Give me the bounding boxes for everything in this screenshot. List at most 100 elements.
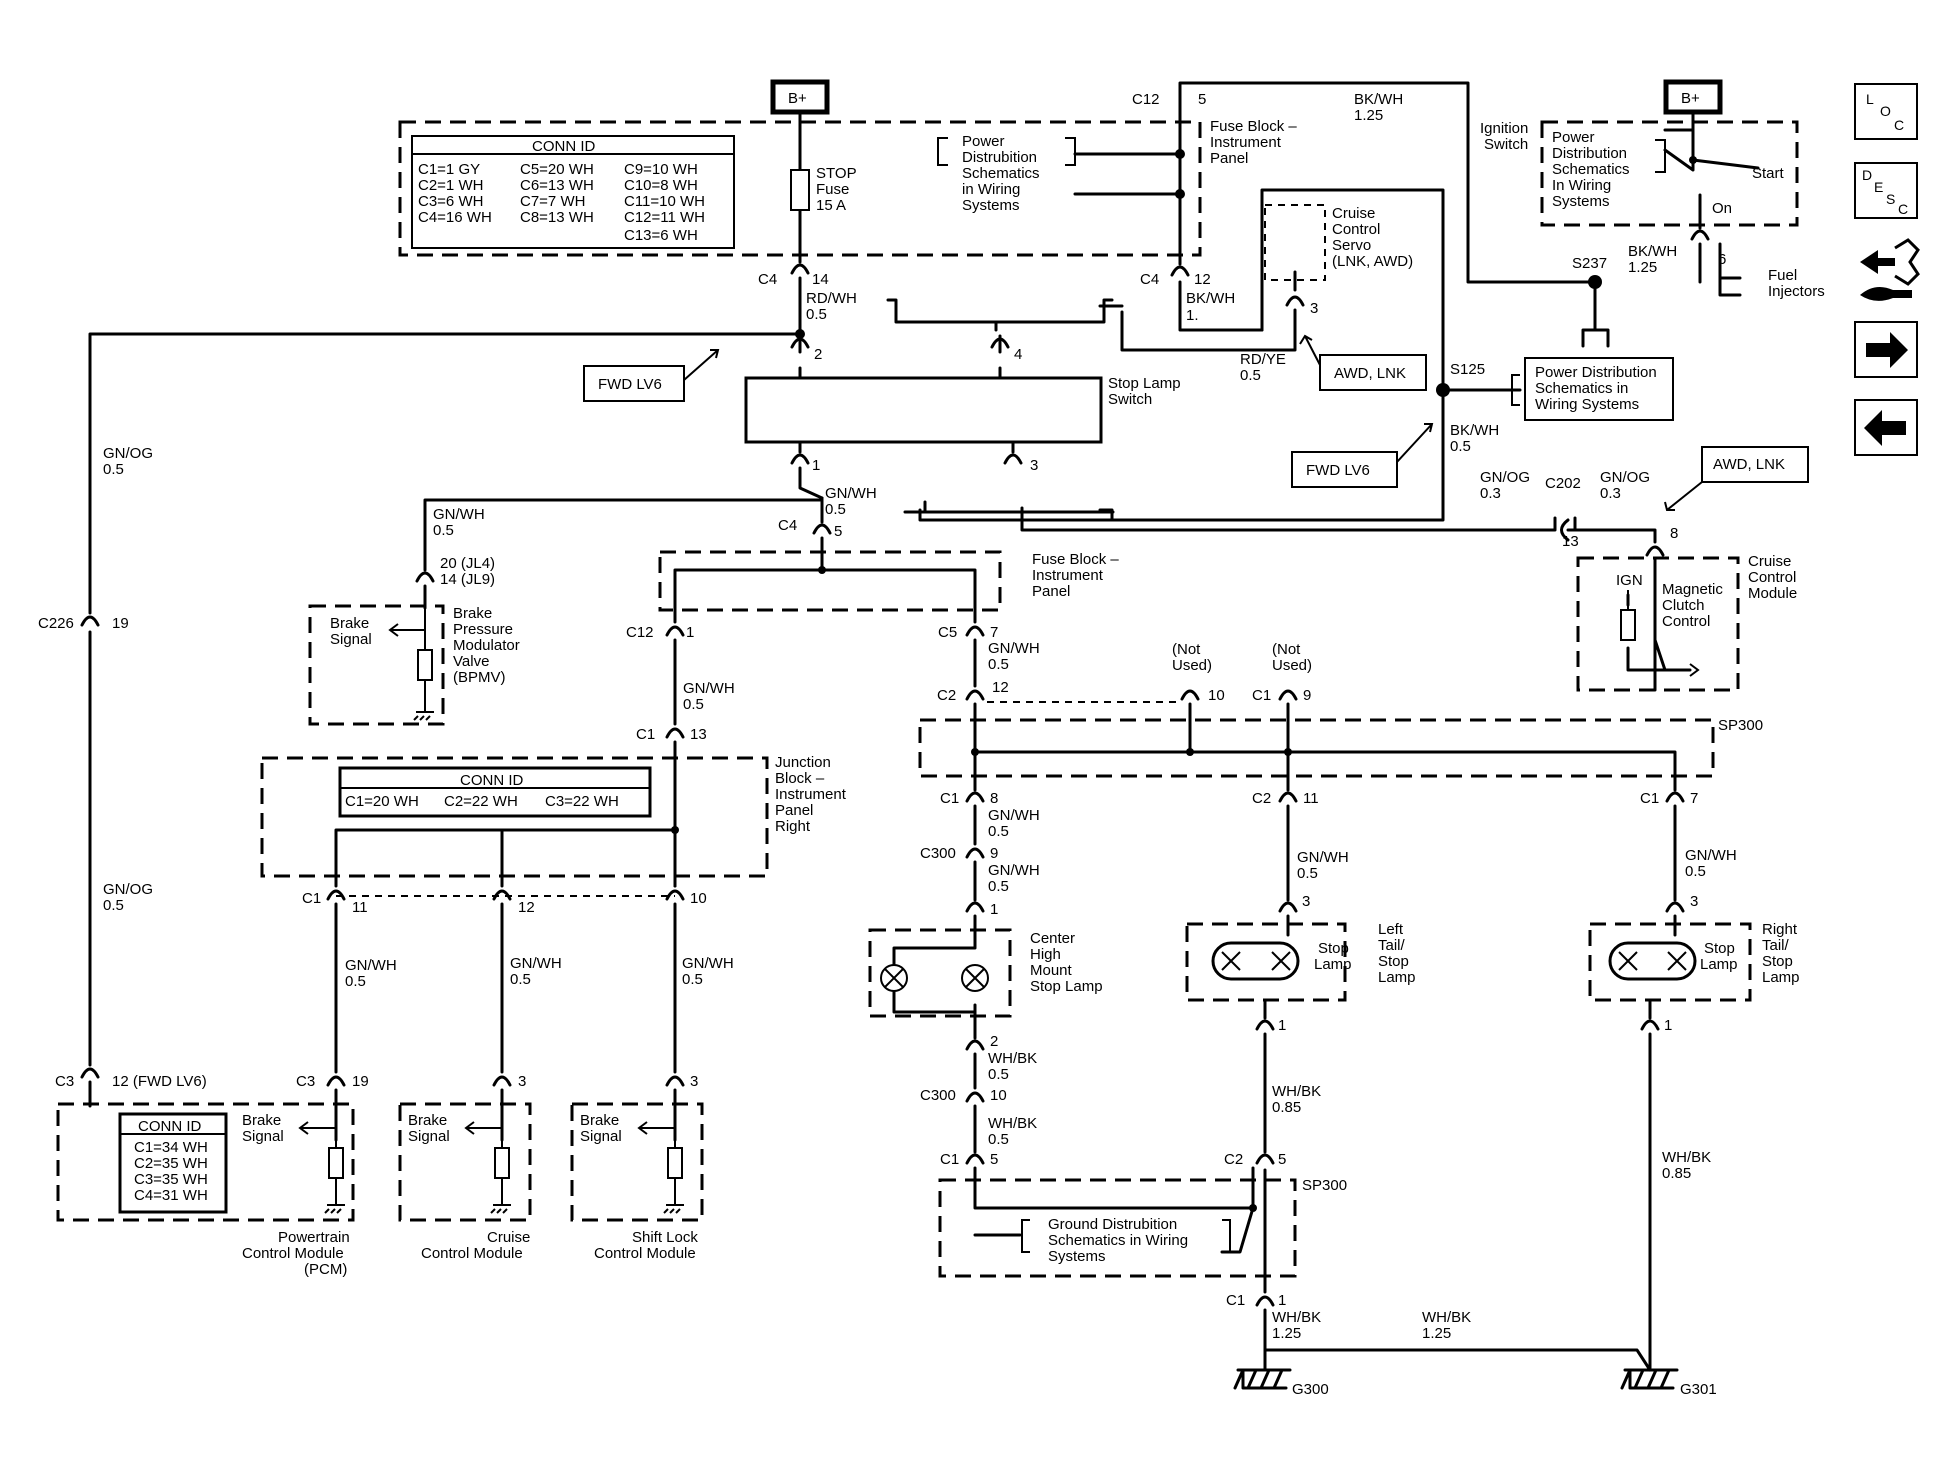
fwd-lv6-box-b (1291, 451, 1398, 488)
ignition-switch-l0: Ignition (1480, 120, 1528, 137)
connector-symbol (415, 571, 435, 583)
gnwh-pcm-l1: 0.5 (345, 973, 366, 990)
fuse-block-mid-l2: Panel (1032, 583, 1070, 600)
conn-id-top-r4c2: C13=6 WH (624, 227, 698, 244)
ignition-switch-l1: Switch (1484, 136, 1528, 153)
pcm-l1: Control Module (242, 1245, 344, 1262)
gnwh-05-b-l0: GN/WH (433, 506, 485, 523)
fwd-lv6-box-a (583, 365, 685, 402)
rdye-l1: 0.5 (1240, 367, 1261, 384)
connector-symbol (1255, 1019, 1275, 1031)
brake-signal-slcm-l0: Brake (580, 1112, 619, 1129)
c4-12-label: C4 (1140, 271, 1159, 288)
bkwh-05-l0: BK/WH (1450, 422, 1499, 439)
c300-9-pin: 9 (990, 845, 998, 862)
c3-19-pin: 19 (352, 1073, 369, 1090)
gnog-05-a-l1: 0.5 (103, 461, 124, 478)
rdwh-l0: RD/WH (806, 290, 857, 307)
c1-8-pin: 8 (990, 790, 998, 807)
gnwh-05-d-l1: 0.5 (683, 696, 704, 713)
left-tail-l1: Tail/ (1378, 937, 1406, 954)
slcm-l0: Shift Lock (632, 1229, 698, 1246)
bkwh-05-l1: 0.5 (1450, 438, 1471, 455)
power-dist-ign-l3: In Wiring (1552, 177, 1611, 194)
gnwh-05-e-l1: 0.5 (988, 823, 1009, 840)
conn-id-top-r1c2: C10=8 WH (624, 177, 698, 194)
back-arrow-button[interactable] (1854, 399, 1918, 456)
gnog-05-b-l0: GN/OG (103, 881, 153, 898)
gnwh-05-h-l1: 0.5 (1685, 863, 1706, 880)
connector-symbol (80, 615, 100, 627)
start-label: Start (1752, 165, 1785, 182)
loc-c: C (1894, 117, 1904, 133)
desc-button[interactable]: D E S C (1854, 162, 1918, 219)
forward-arrow-button[interactable] (1854, 321, 1918, 378)
junction-block-l0: Junction (775, 754, 831, 771)
power-dist-ign-l0: Power (1552, 129, 1595, 146)
power-dist-top-l2: Schematics (962, 165, 1040, 182)
c4-5-pin: 5 (834, 523, 842, 540)
gnwh-05-a-l0: GN/WH (825, 485, 877, 502)
connector-symbol (1180, 689, 1200, 701)
fwd-lv6-b-label: FWD LV6 (1306, 462, 1370, 479)
pin1-chmsl-label: 1 (990, 901, 998, 918)
brake-signal-pcm-l1: Signal (242, 1128, 284, 1145)
brake-signal-slcm-l1: Signal (580, 1128, 622, 1145)
s237-label: S237 (1572, 255, 1607, 272)
ccm-l0: Cruise (487, 1229, 530, 1246)
sp300-bottom-box (938, 1178, 1297, 1278)
c202-label: C202 (1545, 475, 1581, 492)
magnetic-clutch-l0: Magnetic (1662, 581, 1723, 598)
chmsl-l3: Stop Lamp (1030, 978, 1103, 995)
right-tail-l0: Right (1762, 921, 1798, 938)
connector-symbol (1278, 791, 1298, 803)
connector-tool-icon[interactable] (1860, 238, 1920, 301)
connector-symbol (1665, 901, 1685, 913)
power-dist-ign-l2: Schematics (1552, 161, 1630, 178)
stop-lamp-switch-box (744, 376, 1103, 444)
c3-19-label: C3 (296, 1073, 315, 1090)
whbk-085-a-l0: WH/BK (1272, 1083, 1321, 1100)
wires (88, 81, 1760, 1372)
ground-dist-l1: Schematics in Wiring (1048, 1232, 1188, 1249)
c1-7-pin: 7 (1690, 790, 1698, 807)
bpmv-l1: Pressure (453, 621, 513, 638)
junction-block-box (260, 756, 769, 878)
pcm-l2: (PCM) (304, 1261, 347, 1278)
brake-signal-ccm-l1: Signal (408, 1128, 450, 1145)
connector-symbol (665, 625, 685, 637)
pin3-ccm-label: 3 (518, 1073, 526, 1090)
brake-signal-bpmv-l1: Signal (330, 631, 372, 648)
gnwh-05-g-l0: GN/WH (1297, 849, 1349, 866)
gnwh-05-g-l1: 0.5 (1297, 865, 1318, 882)
stop-fuse-l1: Fuse (816, 181, 849, 198)
whbk-125-a-l1: 1.25 (1272, 1325, 1301, 1342)
cruise-module-right-box (1576, 556, 1740, 692)
cruise-servo-l2: Servo (1332, 237, 1371, 254)
on-label: On (1712, 200, 1732, 217)
right-tail-l3: Lamp (1762, 969, 1800, 986)
gnwh-05-f-l1: 0.5 (988, 878, 1009, 895)
c5-7-label: C5 (938, 624, 957, 641)
fuse-block-mid-box (658, 550, 1002, 612)
bkwh-top-l0: BK/WH (1354, 91, 1403, 108)
pin10-top-label: 10 (1208, 687, 1225, 704)
connector-symbol (1285, 295, 1305, 307)
power-dist-s125-l2: Wiring Systems (1535, 396, 1639, 413)
ccm-l1: Control Module (421, 1245, 523, 1262)
stop-fuse-symbol (790, 169, 810, 211)
gnwh-05-a-l1: 0.5 (825, 501, 846, 518)
connector-symbol (965, 1091, 985, 1103)
connector-symbol (1255, 1153, 1275, 1165)
bpmv-l4: (BPMV) (453, 669, 506, 686)
power-dist-ign-l1: Distribution (1552, 145, 1627, 162)
loc-button[interactable]: L O C (1854, 83, 1918, 140)
c5-7-pin: 7 (990, 624, 998, 641)
components: B+ B+ (298, 79, 1809, 1390)
gnwh-05-e-l0: GN/WH (988, 807, 1040, 824)
bkwh-1-l0: BK/WH (1186, 290, 1235, 307)
junction-block-l2: Instrument (775, 786, 847, 803)
slcm-l1: Control Module (594, 1245, 696, 1262)
c226-pin: 19 (112, 615, 129, 632)
connector-symbol (1170, 265, 1190, 277)
